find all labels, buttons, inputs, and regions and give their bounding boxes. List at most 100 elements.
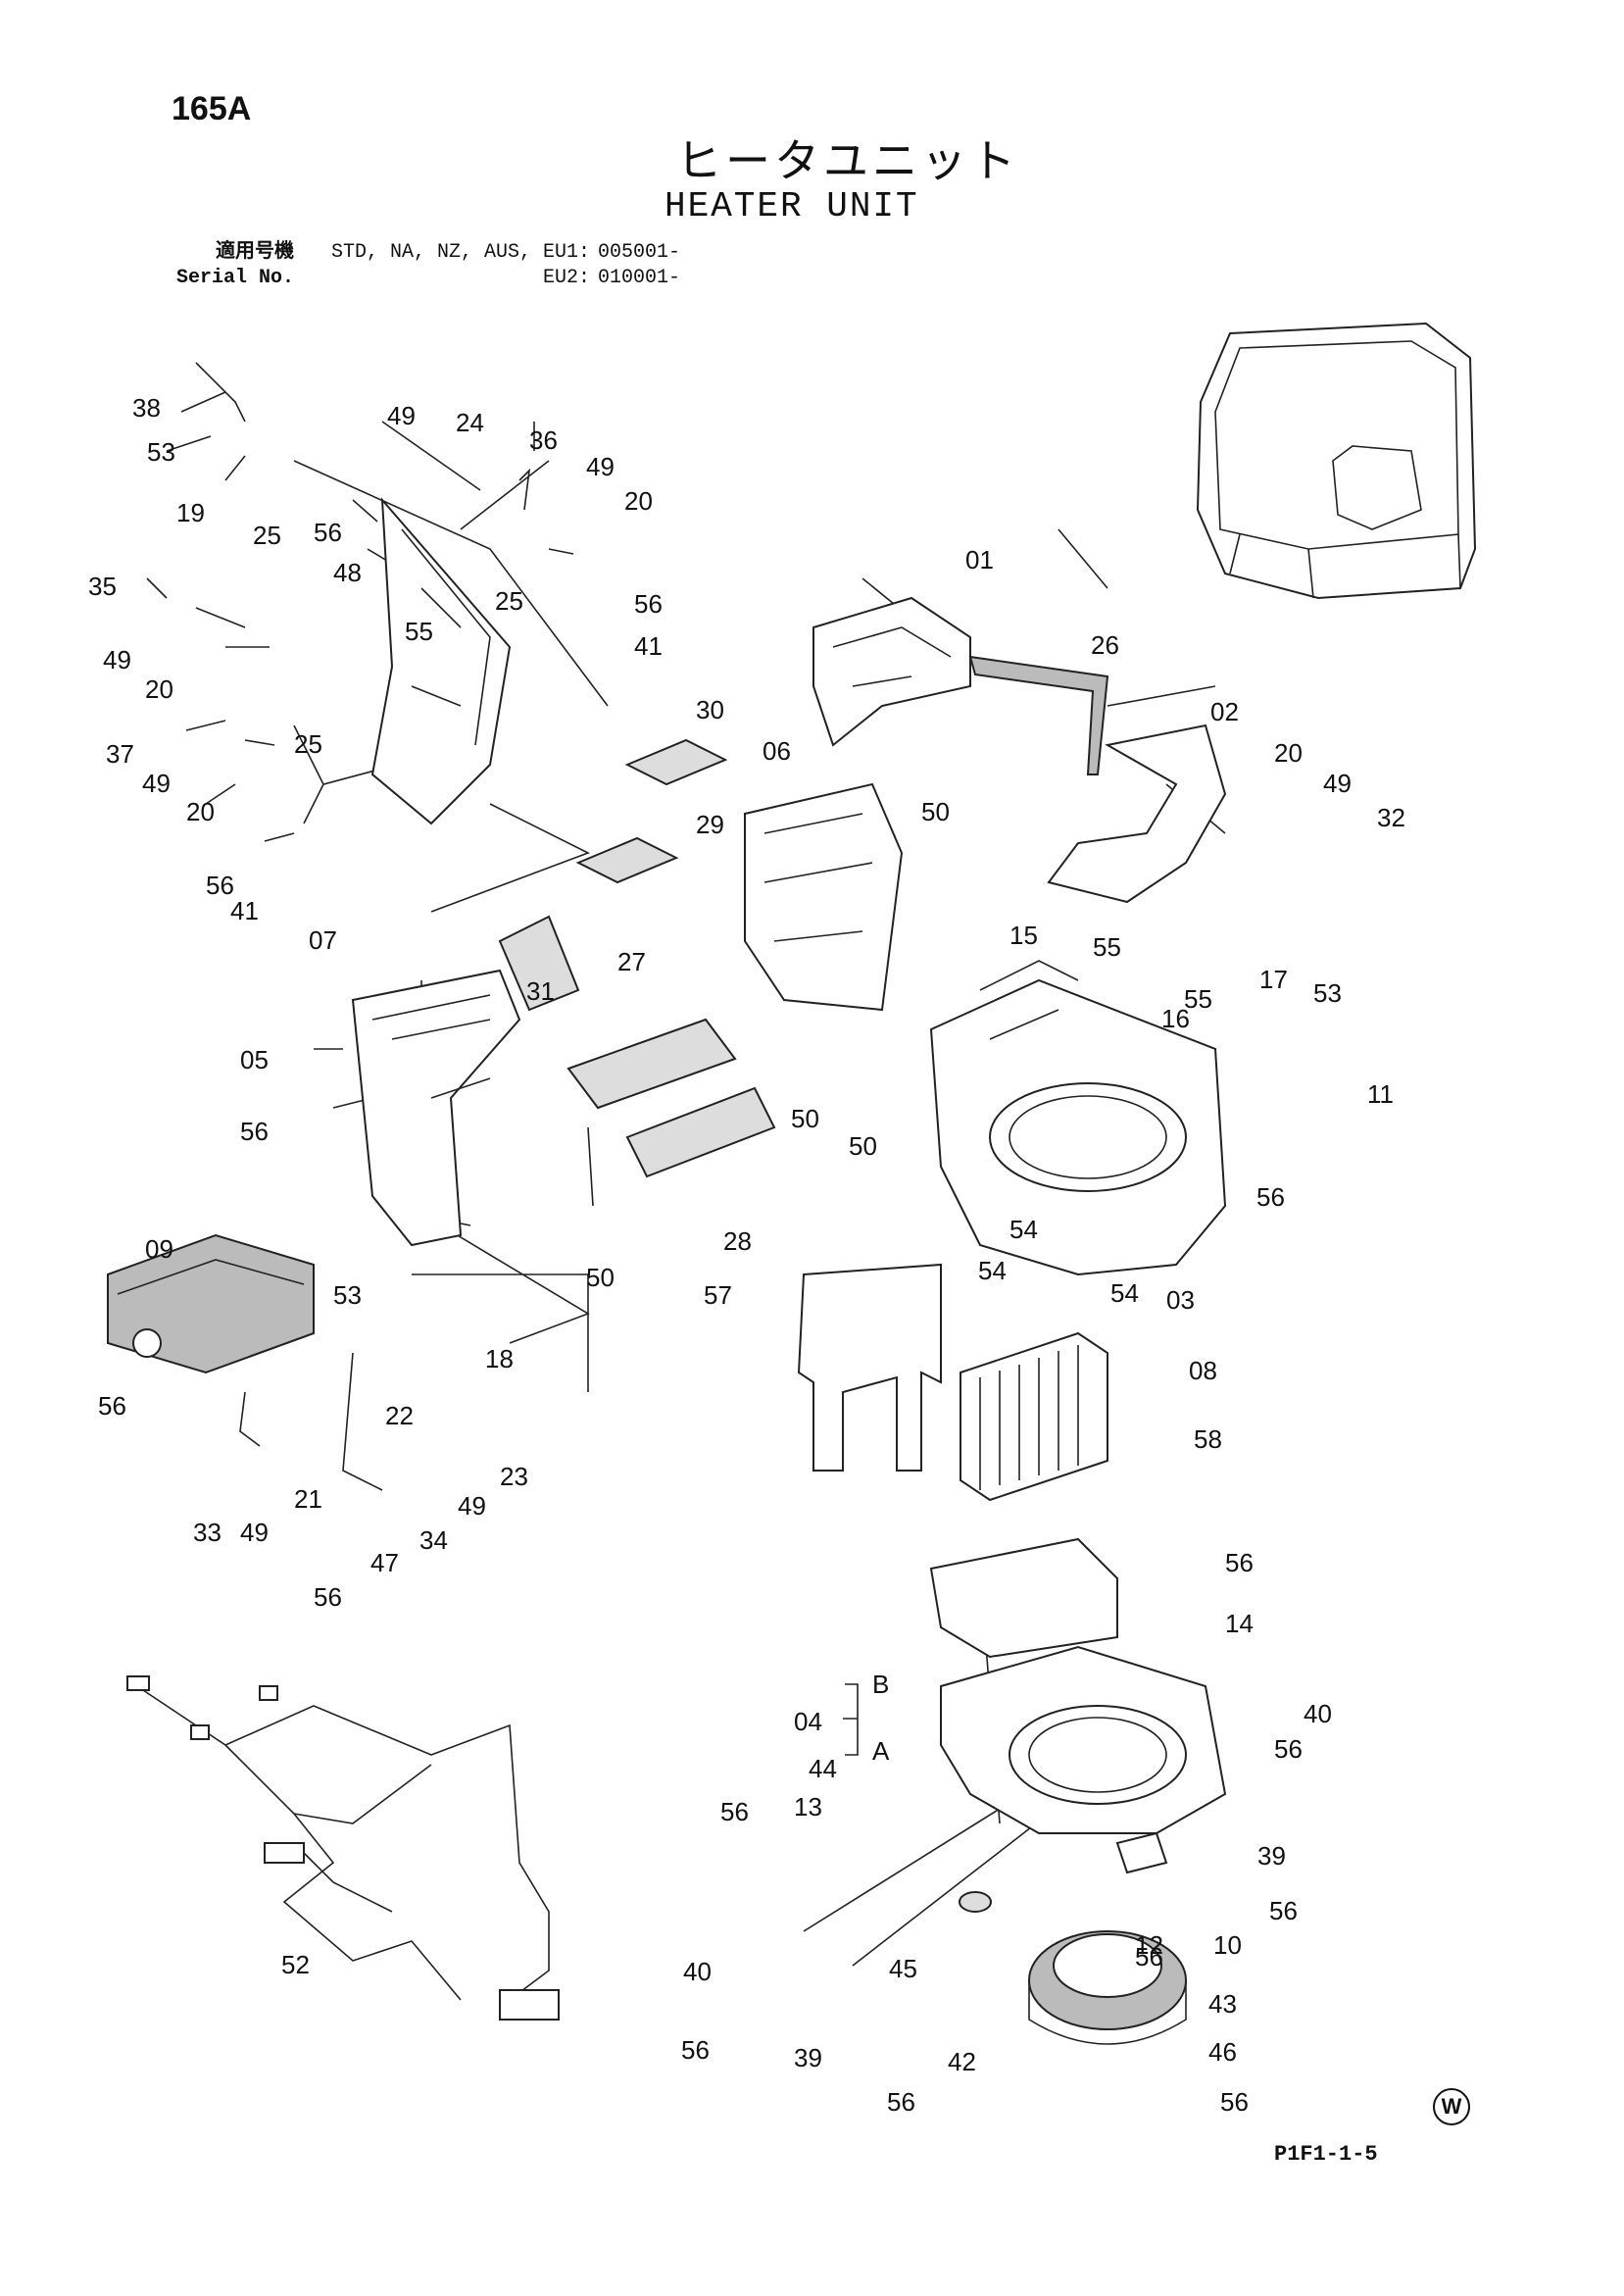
callout-17: 17 (1259, 965, 1288, 994)
callout-53b: 53 (1313, 978, 1342, 1008)
callout-25a: 25 (253, 521, 281, 550)
callout-45: 45 (889, 1954, 917, 1983)
callout-49e: 49 (1323, 769, 1352, 798)
callout-56c: 56 (206, 871, 234, 900)
callout-24: 24 (456, 408, 484, 437)
callout-11: 11 (1367, 1079, 1394, 1109)
serial-applicability: 適用号機 STD, NA, NZ, AUS, EU1: 005001- Serial… (167, 240, 680, 291)
callout-56j: 56 (720, 1797, 749, 1826)
part-02-housing (1047, 724, 1227, 904)
core-parts (107, 1233, 1108, 1502)
part-28-filter (625, 1086, 776, 1178)
callout-50d: 50 (586, 1263, 615, 1292)
part-29-filter (575, 836, 679, 884)
callout-56a: 56 (314, 518, 342, 547)
callout-56b: 56 (634, 589, 663, 619)
callout-47: 47 (370, 1548, 399, 1577)
serial-label-en: Serial No. (175, 267, 294, 289)
callout-55b: 55 (1093, 932, 1121, 962)
callout-56l: 56 (1135, 1942, 1163, 1972)
callout-40a: 40 (1304, 1699, 1332, 1728)
part-04-B-cover (929, 1537, 1118, 1659)
callout-35: 35 (88, 572, 117, 601)
housing-parts (351, 497, 1227, 1276)
page-title-japanese: ヒータユニット (676, 134, 1019, 187)
callout-15: 15 (1009, 921, 1038, 950)
serial-label-jp: 適用号機 (216, 241, 294, 264)
callout-B: B (872, 1670, 889, 1699)
part-01-housing (812, 596, 971, 747)
callout-56f: 56 (98, 1391, 126, 1421)
callout-57: 57 (704, 1280, 732, 1310)
serial-value-2: 010001- (598, 267, 681, 289)
callout-07: 07 (309, 925, 337, 955)
callout-02: 02 (1210, 697, 1239, 726)
callout-20a: 20 (624, 486, 653, 516)
blower-parts (929, 1537, 1227, 2045)
callout-39a: 39 (1257, 1841, 1286, 1871)
callout-56i: 56 (1274, 1734, 1303, 1764)
callout-05: 05 (240, 1045, 269, 1074)
callout-28: 28 (723, 1226, 752, 1256)
callout-32: 32 (1377, 803, 1405, 832)
callout-25c: 25 (294, 729, 322, 759)
part-05-housing (351, 969, 521, 1247)
callout-53c: 53 (333, 1280, 362, 1310)
callout-42: 42 (948, 2047, 976, 2076)
serial-row-1: 適用号機 STD, NA, NZ, AUS, EU1: 005001- (167, 240, 680, 266)
callout-09: 09 (145, 1234, 173, 1264)
callout-10: 10 (1213, 1930, 1242, 1960)
callout-56h: 56 (1225, 1548, 1254, 1577)
callout-38: 38 (132, 393, 161, 423)
callout-40b: 40 (683, 1957, 712, 1986)
serial-value-1: 005001- (598, 241, 681, 264)
callout-26: 26 (1091, 630, 1119, 660)
callout-56g: 56 (314, 1582, 342, 1612)
callout-29: 29 (696, 810, 724, 839)
serial-models-1: STD, NA, NZ, AUS, EU1: (330, 241, 590, 264)
callout-41a: 41 (634, 631, 663, 661)
callout-46: 46 (1208, 2037, 1237, 2067)
callout-49f: 49 (240, 1518, 269, 1547)
callout-19: 19 (176, 498, 205, 527)
bracket-04 (843, 1683, 859, 1756)
callout-49g: 49 (458, 1491, 486, 1521)
callout-22: 22 (385, 1401, 414, 1430)
callout-37: 37 (106, 739, 134, 769)
callout-56k: 56 (1269, 1896, 1298, 1925)
callout-41b: 41 (230, 896, 259, 925)
callout-55a: 55 (405, 617, 433, 646)
callout-12: 12 (1135, 1930, 1163, 1960)
callout-50c: 50 (849, 1131, 877, 1161)
callout-34: 34 (419, 1525, 448, 1555)
part-30-filter (624, 738, 728, 786)
callout-50b: 50 (791, 1104, 819, 1133)
serial-row-2: Serial No.EU2:010001- (167, 266, 680, 291)
callout-56m: 56 (681, 2035, 710, 2065)
page-title: HEATER UNIT (664, 186, 919, 226)
callout-31: 31 (526, 976, 555, 1006)
callout-33: 33 (193, 1518, 221, 1547)
part-06-duct (744, 782, 904, 1012)
part-08-evaporator (960, 1331, 1108, 1502)
callout-23: 23 (500, 1462, 528, 1491)
cab-illustration (1196, 322, 1477, 600)
part-26-panel (968, 655, 1109, 775)
callout-52: 52 (281, 1950, 310, 1979)
callout-labels: 01 02 03 04 05 06 07 08 09 10 11 12 13 1… (88, 393, 1405, 2117)
callout-43: 43 (1208, 1989, 1237, 2019)
callout-14: 14 (1225, 1609, 1254, 1638)
callout-27: 27 (617, 947, 646, 976)
w-mark-icon: W (1433, 2088, 1470, 2125)
callout-58: 58 (1194, 1424, 1222, 1454)
callout-53a: 53 (147, 437, 175, 467)
callout-50a: 50 (921, 797, 950, 826)
part-31-filter (498, 915, 580, 1012)
linkage-rods (146, 362, 531, 1491)
callout-06: 06 (763, 736, 791, 766)
callout-49d: 49 (142, 769, 171, 798)
callout-04: 04 (794, 1707, 822, 1736)
part-27-filter (566, 1018, 737, 1110)
diagram-code: P1F1-1-5 (1274, 2142, 1378, 2167)
